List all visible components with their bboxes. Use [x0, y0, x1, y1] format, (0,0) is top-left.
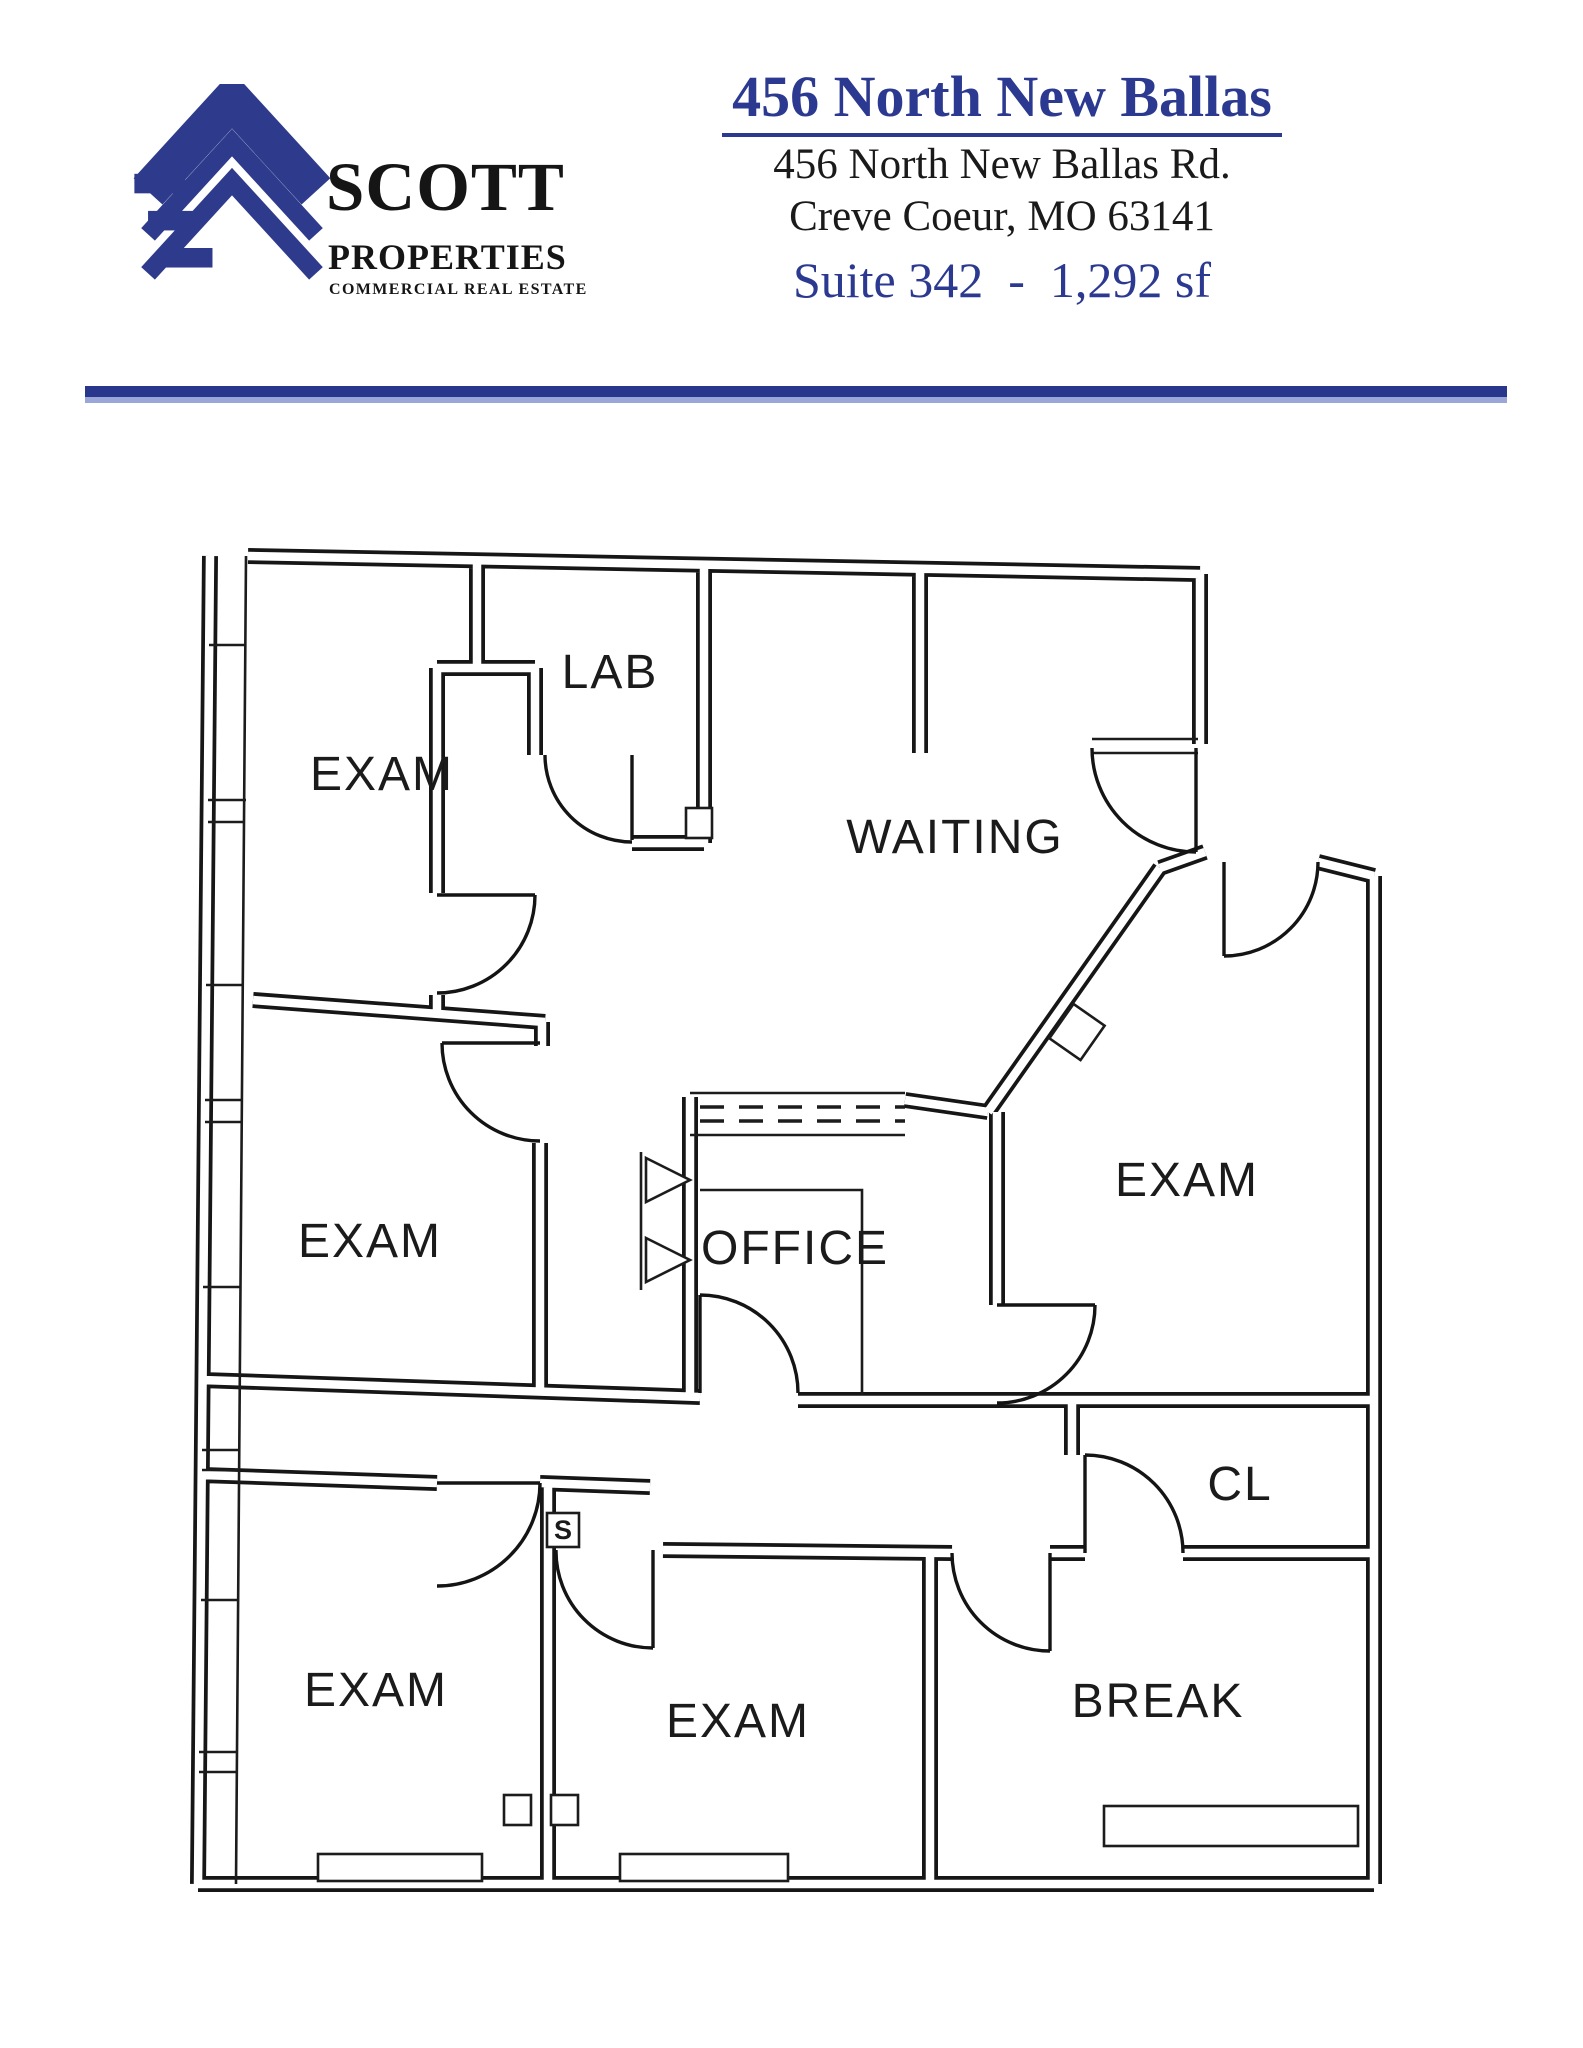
door-office — [698, 1293, 800, 1394]
bottom-window-left — [316, 1852, 484, 1883]
door-exam-top-left — [436, 893, 537, 995]
room-label-closet: CL — [1207, 1458, 1272, 1511]
property-address: 456 North New Ballas Rd. — [773, 140, 1231, 188]
reception-counter-dashes — [700, 1105, 905, 1123]
door-corridor-exam-right — [996, 1303, 1097, 1405]
cabinet-right — [549, 1793, 580, 1827]
chevron-logo-icon — [133, 84, 331, 280]
room-label-exam-top-left: EXAM — [310, 748, 454, 801]
hall-arrow-icon — [644, 1235, 693, 1285]
detail-lines — [199, 555, 1198, 1885]
door-exam-bottom-left — [436, 1481, 542, 1588]
lab-passthrough-window — [684, 806, 714, 840]
door-exam-mid-left — [440, 1041, 541, 1143]
room-label-break: BREAK — [1072, 1675, 1245, 1728]
switch-label: S — [554, 1515, 572, 1545]
room-label-office: OFFICE — [701, 1222, 889, 1275]
room-label-waiting: WAITING — [846, 811, 1064, 864]
brand-name: SCOTT — [326, 149, 565, 225]
door-suite-entry — [1090, 747, 1198, 854]
hall-arrow-icon — [644, 1155, 693, 1205]
door-exam-bottom-center — [554, 1549, 655, 1650]
door-closet — [1083, 1453, 1185, 1554]
title-block: 456 North New Ballas 456 North New Balla… — [640, 64, 1364, 313]
header-divider — [85, 386, 1507, 403]
switch-box — [545, 1511, 581, 1549]
walls-inner — [193, 551, 1379, 1889]
room-label-exam-bottom-center: EXAM — [666, 1695, 810, 1748]
door-lab — [543, 754, 634, 844]
room-label-exam-bottom-left: EXAM — [304, 1664, 448, 1717]
door-break — [950, 1552, 1052, 1653]
brand-tagline: COMMERCIAL REAL ESTATE — [329, 281, 588, 298]
property-city: Creve Coeur, MO 63141 — [789, 193, 1215, 241]
bottom-window-center — [618, 1852, 790, 1883]
room-label-exam-mid-left: EXAM — [298, 1215, 442, 1268]
suite-size-line: Suite 342 - 1,292 sf — [792, 251, 1212, 308]
reception-window — [1047, 1002, 1107, 1062]
room-label-exam-right: EXAM — [1115, 1154, 1259, 1207]
break-counter — [1102, 1804, 1360, 1848]
room-label-lab: LAB — [562, 646, 659, 699]
property-title: 456 North New Ballas — [722, 64, 1282, 137]
door-exam-right — [1222, 861, 1320, 958]
brand-sub-name: PROPERTIES — [328, 237, 567, 277]
cabinet-left — [502, 1793, 533, 1827]
